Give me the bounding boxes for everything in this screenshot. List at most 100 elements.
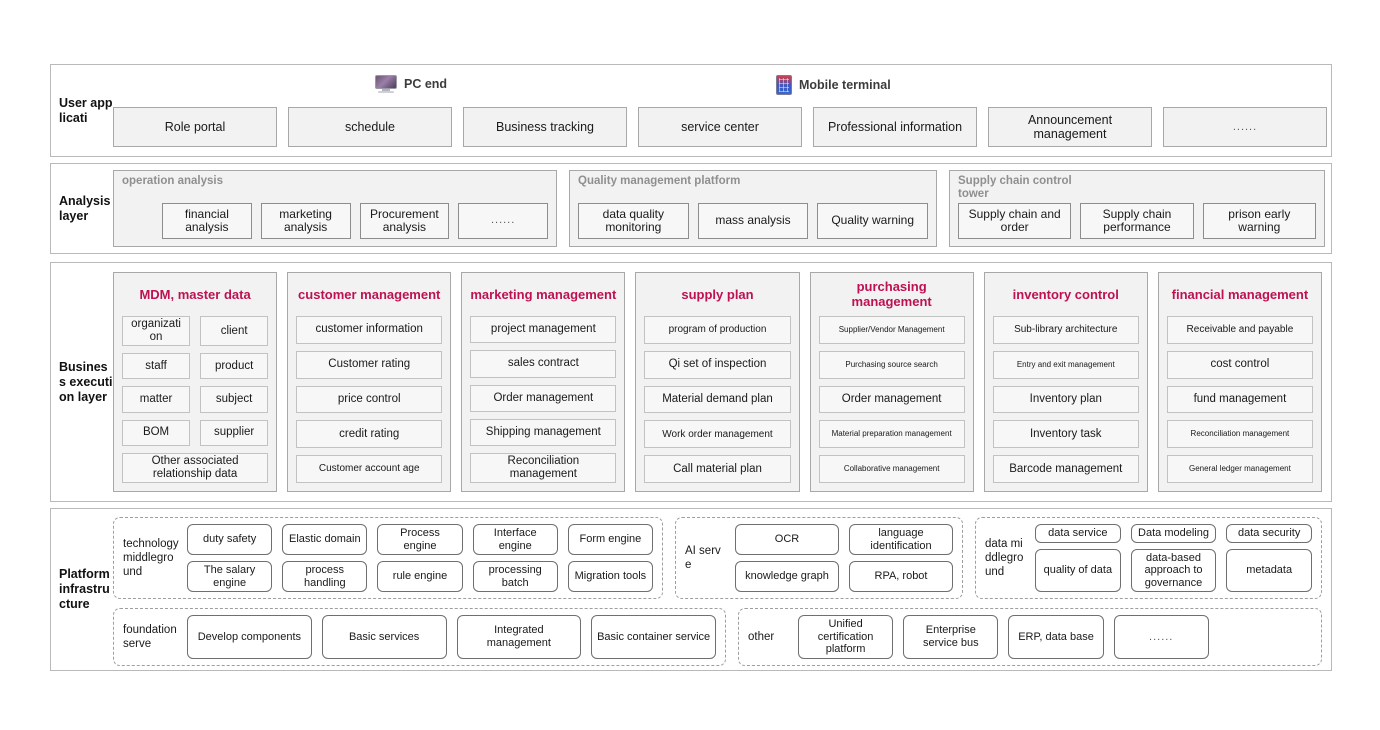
pill-unified-certification-platform[interactable]: Unified certification platform: [798, 615, 894, 659]
platform-groups: technology middleground duty safety Elas…: [113, 509, 1331, 670]
item-reconciliation-management[interactable]: Reconciliation management: [470, 453, 617, 483]
chip-prison-early-warning[interactable]: prison early warning: [1202, 203, 1316, 239]
app-box-role-portal[interactable]: Role portal: [113, 107, 277, 147]
item-call-material-plan[interactable]: Call material plan: [644, 455, 791, 483]
mdm-item-supplier[interactable]: supplier: [200, 419, 269, 446]
item-fund-management[interactable]: fund management: [1166, 385, 1313, 414]
pill-data-modeling[interactable]: Data modeling: [1130, 524, 1217, 543]
group-operation-analysis-items: financial analysis marketing analysis Pr…: [162, 203, 548, 239]
pill-knowledge-graph[interactable]: knowledge graph: [735, 561, 839, 592]
mdm-item-staff[interactable]: staff: [122, 353, 191, 380]
pill-integrated-management[interactable]: Integrated management: [456, 615, 582, 659]
pill-process-handling[interactable]: process handling: [282, 561, 368, 592]
pill-language-identification[interactable]: language identification: [849, 524, 953, 555]
app-box-professional-information[interactable]: Professional information: [813, 107, 977, 147]
item-work-order-management[interactable]: Work order management: [644, 420, 791, 449]
business-columns: MDM, master data organizati on client st…: [113, 272, 1322, 492]
item-receivable-and-payable[interactable]: Receivable and payable: [1166, 316, 1313, 344]
analysis-layer: Analysis layer operation analysis financ…: [50, 163, 1332, 254]
pill-migration-tools[interactable]: Migration tools: [567, 561, 654, 592]
item-material-preparation-management[interactable]: Material preparation management: [818, 420, 965, 449]
app-box-schedule[interactable]: schedule: [288, 107, 452, 147]
app-box-service-center[interactable]: service center: [638, 107, 802, 147]
mdm-item-bom[interactable]: BOM: [122, 419, 191, 446]
item-qi-set-of-inspection[interactable]: Qi set of inspection: [644, 350, 791, 379]
app-box-announcement-management[interactable]: Announcement management: [988, 107, 1152, 147]
mdm-row: matter subject: [122, 386, 269, 413]
pill-erp-data-base[interactable]: ERP, data base: [1008, 615, 1104, 659]
pill-rule-engine[interactable]: rule engine: [377, 561, 463, 592]
item-collaborative-management[interactable]: Collaborative management: [818, 455, 965, 483]
pill-process-engine[interactable]: Process engine: [377, 524, 463, 555]
business-execution-layer: Business execution layer MDM, master dat…: [50, 262, 1332, 502]
pill-data-based-approach-to-governance[interactable]: data-based approach to governance: [1130, 548, 1217, 592]
mdm-item-other-associated-relationship-data[interactable]: Other associated relationship data: [122, 452, 269, 483]
pill-elastic-domain[interactable]: Elastic domain: [282, 524, 368, 555]
item-inventory-task[interactable]: Inventory task: [992, 420, 1139, 449]
item-purchasing-order-management[interactable]: Order management: [818, 385, 965, 414]
item-material-demand-plan[interactable]: Material demand plan: [644, 385, 791, 414]
chip-mass-analysis[interactable]: mass analysis: [697, 203, 809, 239]
pill-ocr[interactable]: OCR: [735, 524, 839, 555]
chip-marketing-analysis[interactable]: marketing analysis: [260, 203, 351, 239]
item-order-management[interactable]: Order management: [470, 384, 617, 412]
pill-quality-of-data[interactable]: quality of data: [1035, 548, 1121, 592]
chip-data-quality-monitoring[interactable]: data quality monitoring: [578, 203, 689, 239]
platform-group-ai-label: AI serve: [685, 545, 721, 571]
item-barcode-management[interactable]: Barcode management: [992, 455, 1139, 483]
analysis-groups: operation analysis financial analysis ma…: [113, 170, 1325, 247]
pill-data-security[interactable]: data security: [1226, 524, 1313, 543]
item-inventory-plan[interactable]: Inventory plan: [992, 385, 1139, 414]
item-customer-rating[interactable]: Customer rating: [296, 350, 443, 379]
pill-basic-container-service[interactable]: Basic container service: [591, 615, 716, 659]
mdm-item-matter[interactable]: matter: [122, 386, 191, 413]
pill-duty-safety[interactable]: duty safety: [187, 524, 273, 555]
item-customer-information[interactable]: customer information: [296, 316, 443, 344]
mdm-item-product[interactable]: product: [200, 353, 269, 380]
pill-interface-engine[interactable]: Interface engine: [472, 524, 558, 555]
device-mobile-terminal: Mobile terminal: [776, 75, 891, 95]
mdm-item-client[interactable]: client: [200, 316, 269, 346]
item-supplier-vendor-management[interactable]: Supplier/Vendor Management: [818, 316, 965, 344]
chip-supply-chain-performance[interactable]: Supply chain performance: [1080, 203, 1194, 239]
item-price-control[interactable]: price control: [296, 385, 443, 414]
pill-basic-services[interactable]: Basic services: [321, 615, 447, 659]
item-project-management[interactable]: project management: [470, 316, 617, 344]
ai-row: OCR language identification: [735, 524, 953, 555]
item-credit-rating[interactable]: credit rating: [296, 420, 443, 449]
pill-other-more[interactable]: ......: [1113, 615, 1209, 659]
pill-rpa-robot[interactable]: RPA, robot: [849, 561, 953, 592]
chip-quality-warning[interactable]: Quality warning: [817, 203, 929, 239]
pill-form-engine[interactable]: Form engine: [567, 524, 654, 555]
data-row: quality of data data-based approach to g…: [1035, 548, 1313, 592]
pill-develop-components[interactable]: Develop components: [187, 615, 312, 659]
chip-financial-analysis[interactable]: financial analysis: [162, 203, 252, 239]
item-sub-library-architecture[interactable]: Sub-library architecture: [992, 316, 1139, 344]
pill-enterprise-service-bus[interactable]: Enterprise service bus: [903, 615, 999, 659]
data-middleground-items: data service Data modeling data security…: [1035, 524, 1313, 592]
item-sales-contract[interactable]: sales contract: [470, 350, 617, 378]
item-financial-reconciliation-management[interactable]: Reconciliation management: [1166, 420, 1313, 449]
chip-operation-more[interactable]: ......: [458, 203, 548, 239]
business-column-marketing-management-title: marketing management: [470, 286, 617, 302]
chip-procurement-analysis[interactable]: Procurement analysis: [359, 203, 450, 239]
app-box-more[interactable]: ......: [1163, 107, 1327, 147]
item-general-ledger-management[interactable]: General ledger management: [1166, 455, 1313, 483]
item-purchasing-source-search[interactable]: Purchasing source search: [818, 350, 965, 379]
chip-supply-chain-and-order[interactable]: Supply chain and order: [958, 203, 1072, 239]
item-customer-account-age[interactable]: Customer account age: [296, 455, 443, 483]
pill-processing-batch[interactable]: processing batch: [472, 561, 558, 592]
pill-the-salary-engine[interactable]: The salary engine: [187, 561, 273, 592]
item-cost-control[interactable]: cost control: [1166, 350, 1313, 379]
business-layer-body: MDM, master data organizati on client st…: [113, 263, 1331, 501]
pill-data-service[interactable]: data service: [1035, 524, 1121, 543]
pill-metadata[interactable]: metadata: [1226, 548, 1313, 592]
mdm-item-organization[interactable]: organizati on: [122, 316, 191, 346]
item-program-of-production[interactable]: program of production: [644, 316, 791, 344]
app-box-business-tracking[interactable]: Business tracking: [463, 107, 627, 147]
device-pc-end: PC end: [375, 75, 447, 93]
item-entry-and-exit-management[interactable]: Entry and exit management: [992, 350, 1139, 379]
mdm-item-subject[interactable]: subject: [200, 386, 269, 413]
item-shipping-management[interactable]: Shipping management: [470, 418, 617, 446]
user-layer-label: User applicati: [59, 95, 113, 125]
